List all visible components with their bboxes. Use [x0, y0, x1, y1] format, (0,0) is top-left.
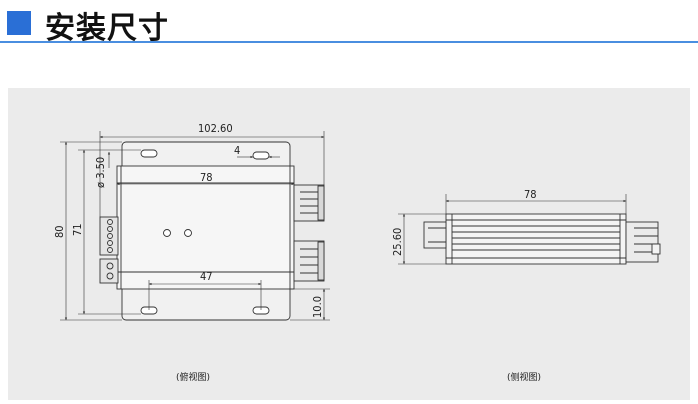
- dim-edge-offset: 10.0: [311, 296, 324, 318]
- dim-overall-width: 102.60: [198, 122, 233, 135]
- top-view-body: [116, 165, 295, 290]
- top-view: [99, 141, 325, 321]
- top-view-dimensions: [60, 131, 330, 321]
- section-title: 安装尺寸: [45, 11, 169, 46]
- side-dim-height: 25.60: [391, 228, 404, 256]
- dim-hole-spacing: 47: [200, 270, 213, 283]
- led-hole-2: [184, 229, 192, 237]
- section-header: 安装尺寸: [0, 0, 698, 46]
- dim-overall-height: 80: [53, 225, 66, 238]
- mount-slot-tl: [140, 149, 158, 158]
- dim-hole-diameter: ø 3.50: [94, 157, 107, 188]
- side-view-caption: (侧视图): [507, 371, 541, 383]
- side-view-flange: [423, 221, 447, 249]
- header-rule: [0, 41, 698, 43]
- side-view-body: [445, 213, 627, 265]
- dim-inner-height: 71: [71, 223, 84, 236]
- right-terminal-block-lower: [293, 240, 325, 282]
- dim-body-width: 78: [200, 171, 213, 184]
- side-dim-body-width: 78: [524, 188, 537, 201]
- side-view-dimensions: [398, 194, 627, 265]
- top-view-caption: (俯视图): [176, 371, 210, 383]
- side-view: [423, 213, 661, 265]
- left-terminal-block: [99, 216, 119, 284]
- led-hole-1: [163, 229, 171, 237]
- mount-slot-tr: [252, 151, 270, 160]
- header-accent-square: [7, 11, 31, 35]
- side-view-terminal: [625, 221, 659, 263]
- right-terminal-block-upper: [293, 184, 325, 222]
- dim-slot-width: 4: [234, 144, 240, 157]
